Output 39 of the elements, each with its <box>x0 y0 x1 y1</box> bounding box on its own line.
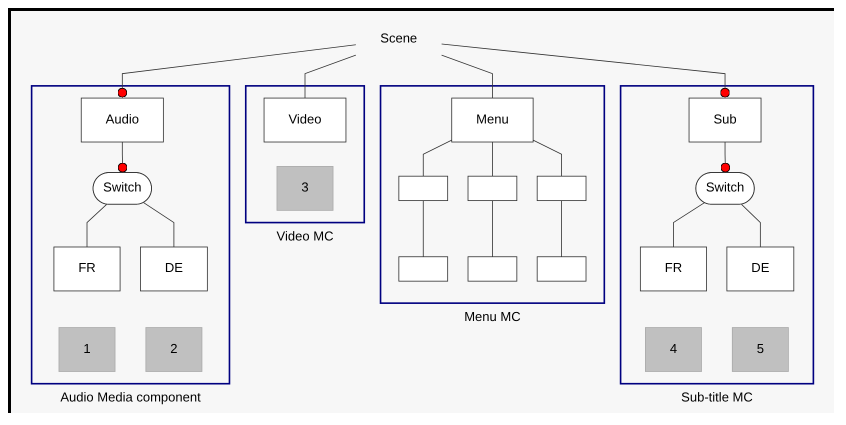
node-text: Scene <box>380 32 418 46</box>
connector <box>143 202 174 248</box>
node-box <box>468 176 518 202</box>
connector <box>673 202 705 248</box>
node-box <box>264 98 346 142</box>
node-box <box>398 256 448 282</box>
node-box <box>276 166 334 211</box>
connector <box>492 142 493 177</box>
connector <box>304 54 356 98</box>
cluster <box>30 85 230 385</box>
connector <box>441 44 730 98</box>
node-box <box>536 256 586 282</box>
connector <box>422 200 424 258</box>
node-box <box>688 98 762 142</box>
node-box <box>54 246 120 292</box>
node-box <box>536 176 586 202</box>
node-box <box>451 98 534 142</box>
connector <box>561 200 562 258</box>
cluster <box>620 85 814 385</box>
connector <box>118 142 128 174</box>
node-box <box>640 246 707 292</box>
node-box <box>58 327 116 372</box>
node-box <box>140 246 208 292</box>
node-box <box>726 246 794 292</box>
connector <box>492 200 493 258</box>
connector <box>441 54 493 98</box>
node-box <box>80 98 164 142</box>
node-box <box>145 327 202 372</box>
connector <box>741 204 761 248</box>
connector <box>117 44 356 98</box>
node-box <box>732 327 789 372</box>
connector <box>86 204 107 248</box>
cluster <box>380 85 606 304</box>
node-box <box>468 256 518 282</box>
node-box <box>645 327 702 372</box>
node-box <box>398 176 448 202</box>
cluster <box>244 85 366 224</box>
diagram-frame: Audio Media component Video MC Sub-title MC Menu MC Scene Menu Sub Switch FR DE 4 5 Video 3 Audio Switch FR DE 1 2 <box>8 8 834 413</box>
connector <box>720 142 730 174</box>
